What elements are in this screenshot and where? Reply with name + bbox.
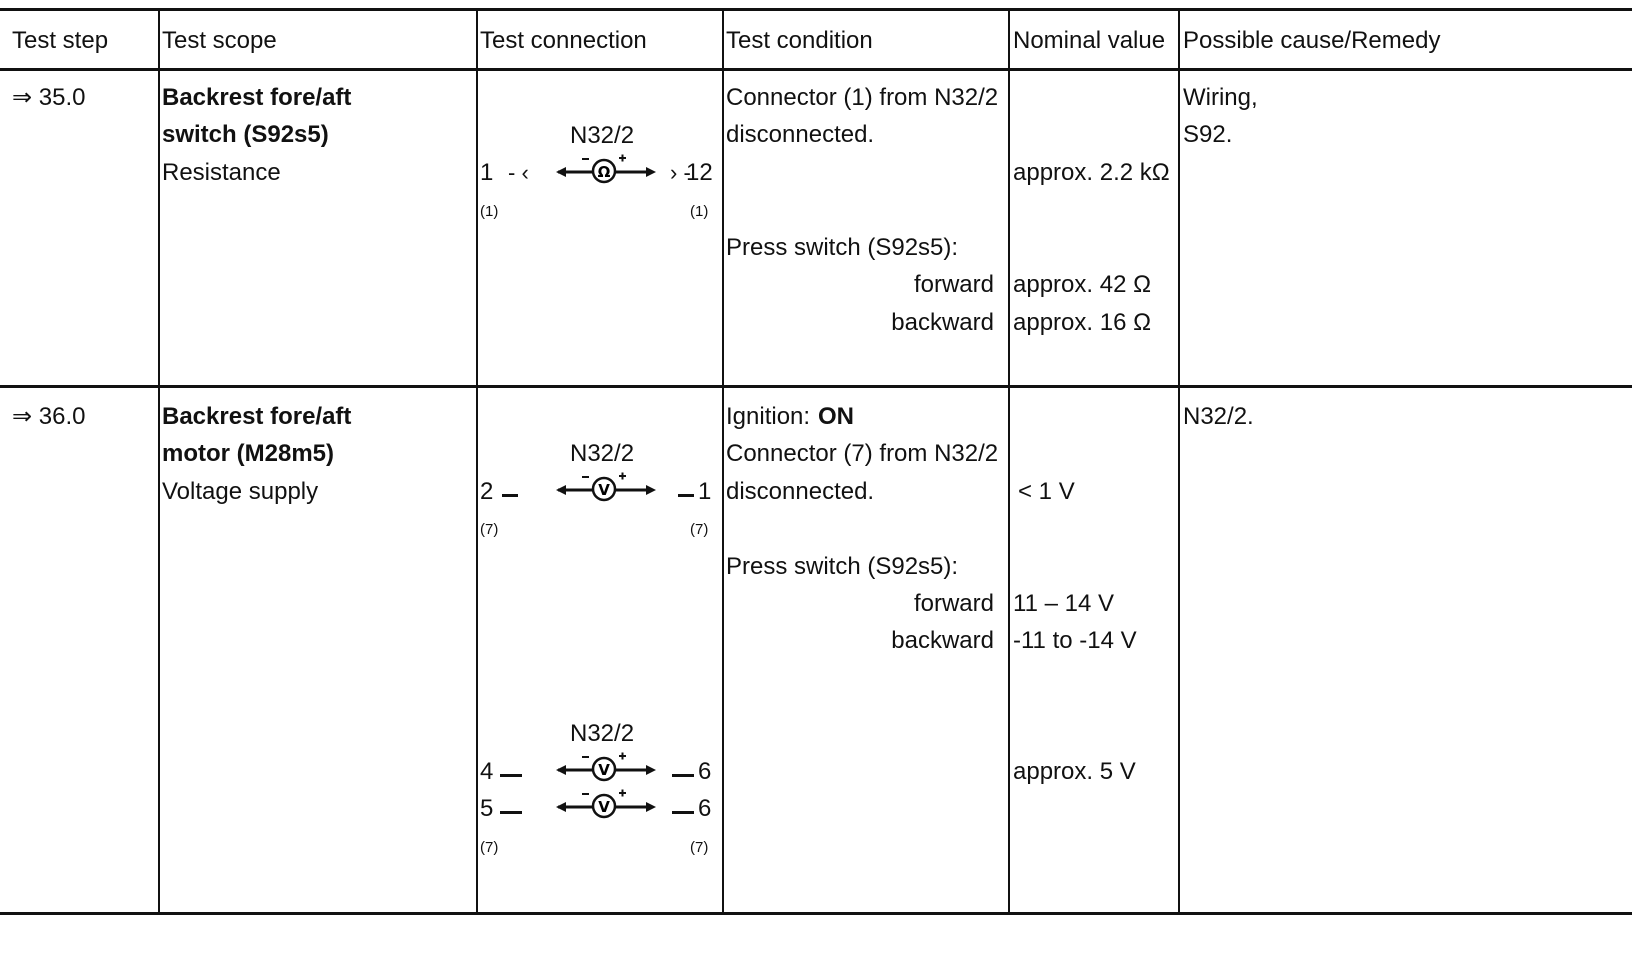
row2-voltmeter-icon-a: V (552, 468, 680, 508)
row2-condition-line1: Connector (7) from N32/2 (726, 440, 999, 467)
row2-nominal-voltage-off: < 1 V (1018, 478, 1075, 505)
col-divider-2 (476, 8, 478, 915)
row1-nominal-forward: approx. 42 Ω (1013, 271, 1152, 298)
row2-scope-title-line2: motor (M28m5) (162, 440, 335, 467)
row1-scope-title-line1: Backrest fore/aft (162, 84, 352, 111)
row1-pin-left: 1 (480, 159, 494, 186)
row1-nominal-backward: approx. 16 Ω (1013, 309, 1152, 336)
row2-module-label-b: N32/2 (570, 720, 635, 747)
row1-ohmmeter-icon: Ω (552, 150, 680, 190)
header-test-step: Test step (12, 27, 109, 54)
row2-scope-title-line1: Backrest fore/aft (162, 403, 352, 430)
header-nominal-value: Nominal value (1013, 27, 1166, 54)
row2-condition-press: Press switch (S92s5): (726, 553, 959, 580)
row2-nominal-backward: -11 to -14 V (1013, 627, 1137, 654)
row1-condition-line2: disconnected. (726, 121, 875, 148)
row1-condition-forward: forward (913, 271, 994, 298)
header-test-connection: Test connection (480, 27, 647, 54)
row2-voltmeter-icon-b2: V (552, 785, 680, 825)
table-bottom-rule (0, 912, 1632, 915)
row1-cause-line1: Wiring, (1183, 84, 1258, 111)
row1-scope-desc: Resistance (162, 159, 281, 186)
row1-scope-title-line2: switch (S92s5) (162, 121, 329, 148)
row2-connector-left-b: (7) (480, 839, 499, 856)
row1-probe-left-icon: - ‹ (508, 160, 529, 185)
row2-cause-line1: N32/2. (1183, 403, 1254, 430)
row1-cause-line2: S92. (1183, 121, 1233, 148)
header-bottom-rule (0, 68, 1632, 71)
row1-meter-symbol: Ω (598, 163, 611, 181)
row2-pin-left-b2: 5 (480, 795, 494, 822)
row1-connector-left: (1) (480, 203, 499, 220)
row2-module-label-a: N32/2 (570, 440, 635, 467)
row2-voltmeter-icon-b1: V (552, 748, 680, 788)
table-top-rule (0, 8, 1632, 11)
row2-lead-left-a (502, 494, 518, 497)
row1-test-step: ⇒ 35.0 (12, 84, 86, 111)
row1-condition-line1: Connector (1) from N32/2 (726, 84, 999, 111)
row-divider-rule (0, 385, 1632, 388)
row2-pin-right-b1: 6 (698, 758, 712, 785)
row2-meter-symbol-a: V (598, 481, 610, 499)
row2-connector-left-a: (7) (480, 521, 499, 538)
row1-probe-right-icon: › - (670, 160, 691, 185)
row2-connector-right-b: (7) (690, 839, 709, 856)
row1-condition-backward: backward (891, 309, 994, 336)
row2-connector-right-a: (7) (690, 521, 709, 538)
col-divider-4 (1008, 8, 1010, 915)
row2-scope-desc: Voltage supply (162, 478, 319, 505)
row2-pin-left-b1: 4 (480, 758, 494, 785)
col-divider-5 (1178, 8, 1180, 915)
row2-lead-left-b1 (500, 774, 522, 777)
row1-pin-right: 12 (686, 159, 713, 186)
row2-nominal-sensor: approx. 5 V (1013, 758, 1136, 785)
row2-pin-right-a: 1 (698, 478, 712, 505)
header-test-condition: Test condition (726, 27, 873, 54)
row2-lead-right-b2 (672, 811, 694, 814)
row1-condition-press: Press switch (S92s5): (726, 234, 959, 261)
col-divider-1 (158, 8, 160, 915)
row2-pin-right-b2: 6 (698, 795, 712, 822)
row2-lead-right-b1 (672, 774, 694, 777)
header-test-scope: Test scope (162, 27, 277, 54)
row2-meter-symbol-b1: V (598, 761, 610, 779)
row2-condition-forward: forward (913, 590, 994, 617)
row2-nominal-forward: 11 – 14 V (1013, 590, 1114, 617)
header-possible-cause: Possible cause/Remedy (1183, 27, 1441, 54)
row1-module-label: N32/2 (570, 122, 635, 149)
row2-condition-ignition-value: ON (818, 403, 854, 430)
col-divider-3 (722, 8, 724, 915)
row2-test-step: ⇒ 36.0 (12, 403, 86, 430)
row2-meter-symbol-b2: V (598, 798, 610, 816)
row2-condition-ignition-label: Ignition: (726, 403, 811, 430)
row2-condition-line2: disconnected. (726, 478, 875, 505)
row2-pin-left-a: 2 (480, 478, 494, 505)
row2-condition-backward: backward (891, 627, 994, 654)
row1-connector-right: (1) (690, 203, 709, 220)
row2-lead-left-b2 (500, 811, 522, 814)
row1-nominal-resistance: approx. 2.2 kΩ (1013, 159, 1170, 186)
row2-lead-right-a (678, 494, 694, 497)
